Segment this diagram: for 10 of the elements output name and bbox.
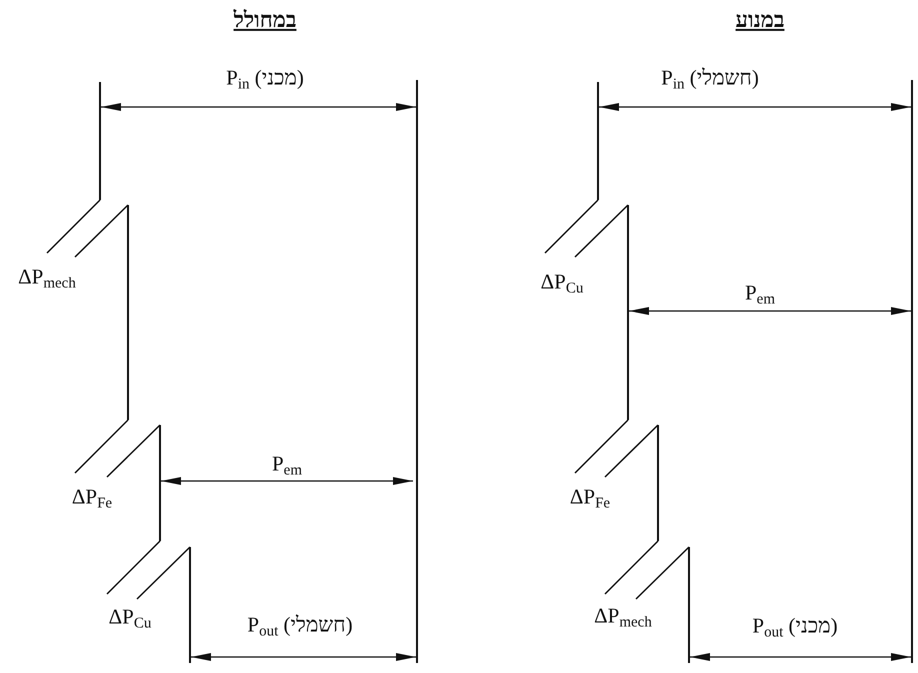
loss-label: ΔP$_{Fe}$ <box>72 485 112 509</box>
loss-label: ΔP$_{Cu}$ <box>108 605 152 629</box>
loss-label: ΔP$_{Cu}$ <box>540 270 584 294</box>
panel-title: במחולל <box>234 8 296 32</box>
panel-title: במנוע <box>736 8 784 32</box>
loss-label: ΔP$_{Fe}$ <box>570 485 610 509</box>
loss-label: ΔP$_{mech}$ <box>18 265 76 289</box>
loss-label: ΔP$_{mech}$ <box>594 604 652 628</box>
power-label: P$_{em}$ <box>745 281 775 305</box>
power-label: P$_{em}$ <box>272 452 302 476</box>
